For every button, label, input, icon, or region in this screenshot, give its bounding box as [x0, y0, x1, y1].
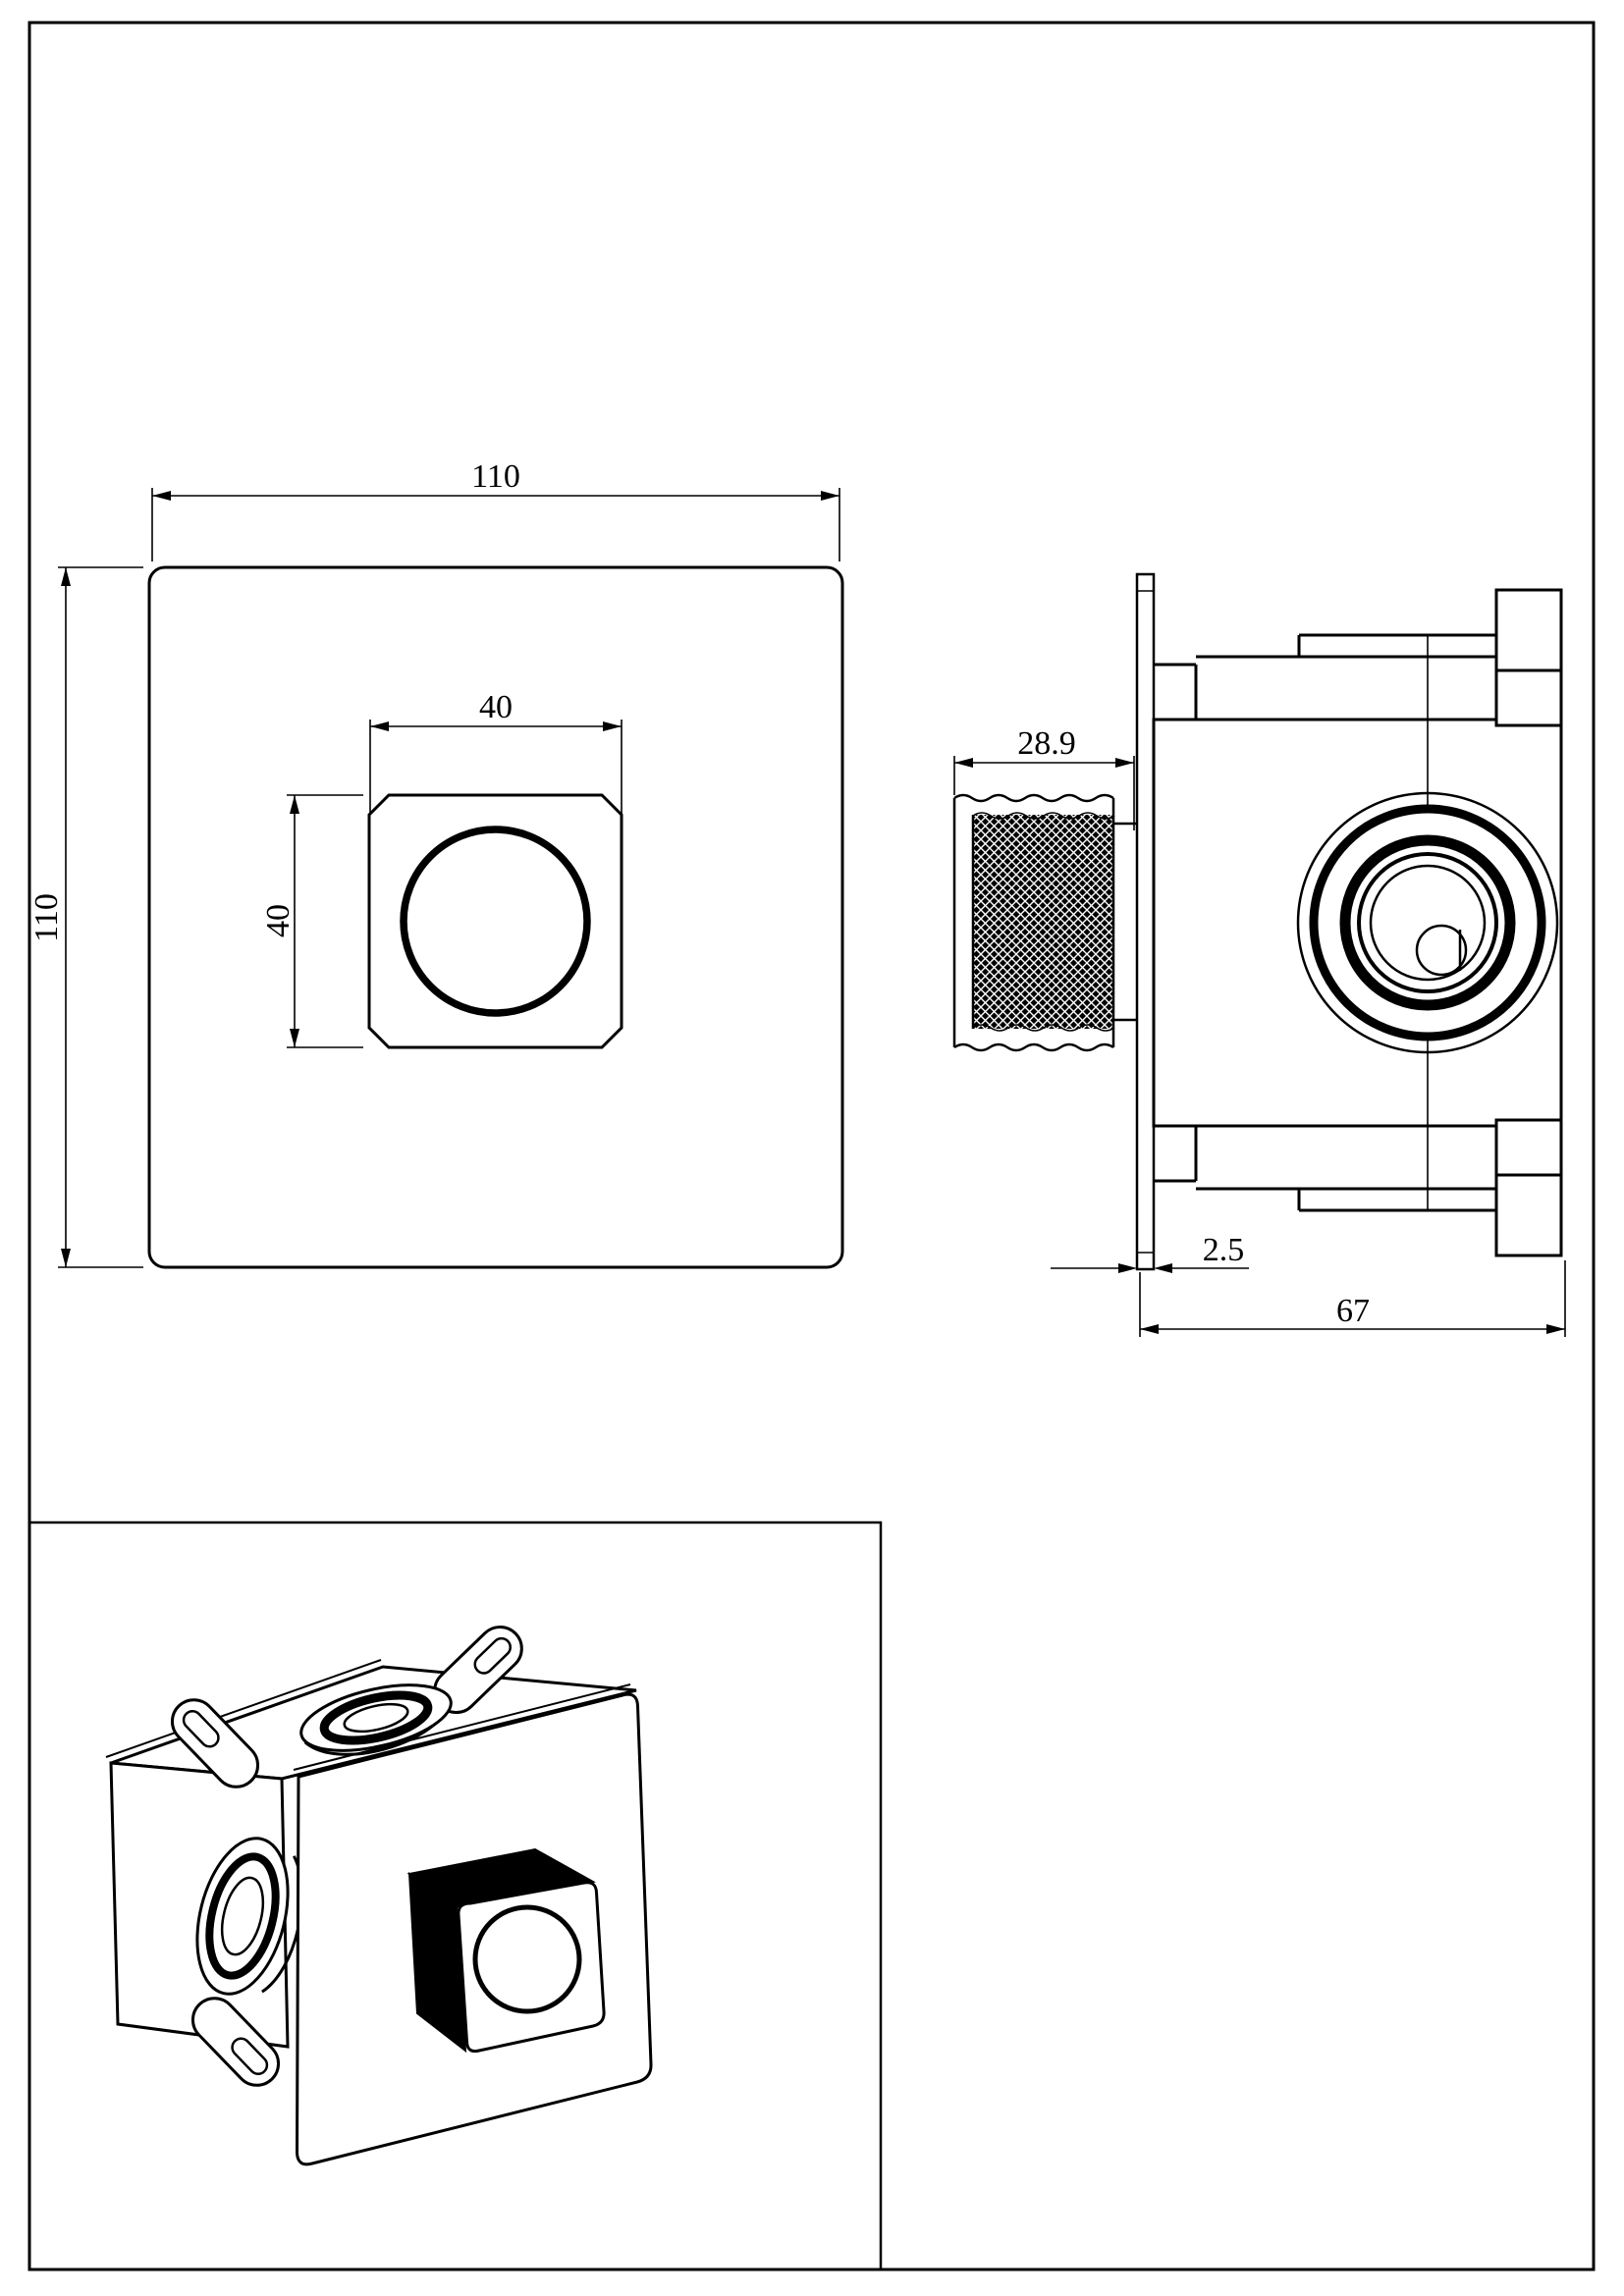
cartridge-rings [1296, 791, 1559, 1054]
dim-lines [369, 720, 623, 815]
knob-left-face [407, 1871, 467, 2054]
dim-lines [1139, 1260, 1566, 1337]
left-port [195, 1837, 303, 1996]
arrowhead-icon [290, 1029, 299, 1047]
side-view: 28.9 2.5 67 [952, 572, 1566, 1337]
arrowhead-icon [290, 795, 299, 814]
knob-circle [472, 1904, 582, 2014]
port-outer-ring [299, 1683, 453, 1752]
dim-button-width: 40 [369, 689, 623, 815]
knurl-texture [973, 815, 1113, 1029]
ring-outer [1296, 791, 1559, 1054]
set-screw-hole [1415, 924, 1468, 977]
port-bore [220, 1876, 265, 1956]
mounting-tab-bottom-left [191, 1997, 280, 2087]
port-bore [343, 1702, 409, 1734]
handle-edges [952, 798, 1115, 1047]
mounting-ear-bottom-base [1494, 1118, 1563, 1177]
faceplate-front [147, 565, 844, 1269]
arrowhead-icon [1546, 1324, 1565, 1334]
arrowhead-icon [1140, 1324, 1159, 1334]
mounting-ear-bottom [1494, 1173, 1563, 1257]
mounting-ear-top-base [1494, 668, 1563, 727]
dim-label-plate-thickness: 2.5 [1203, 1232, 1245, 1268]
button-square-front [367, 793, 623, 1049]
body-step-lines [1154, 633, 1496, 1212]
dim-label-handle-depth: 28.9 [1017, 725, 1076, 762]
arrowhead-icon [1118, 1263, 1137, 1273]
mounting-tab-upper-left [171, 1698, 259, 1789]
ring-thick-1 [1309, 804, 1546, 1041]
dim-plate-width: 110 [151, 458, 840, 561]
button-knob-3d [406, 1847, 606, 2054]
arrowhead-icon [603, 721, 622, 731]
dim-plate-height: 110 [28, 566, 143, 1268]
arrowhead-icon [152, 491, 171, 501]
port-outer-ring [195, 1837, 290, 1996]
valve-box-outline [1152, 718, 1563, 1128]
knurl-boundary [972, 812, 1115, 1032]
box-top-rim [105, 1659, 382, 1758]
dim-label-plate-height: 110 [28, 893, 65, 942]
dim-plate-thickness: 2.5 [1051, 1232, 1249, 1273]
dim-lines [151, 488, 840, 561]
ring-mid [1357, 852, 1498, 993]
front-view: 110 110 40 40 [28, 458, 844, 1269]
dim-label-body-depth: 67 [1336, 1293, 1370, 1329]
dim-lines [287, 794, 363, 1048]
arrowhead-icon [370, 721, 389, 731]
mounting-ear-top [1494, 588, 1563, 672]
faceplate-edge-line [293, 1683, 631, 1771]
ring-bore [1369, 864, 1487, 982]
arrowhead-icon [61, 1249, 71, 1267]
tab-slot [231, 2037, 269, 2075]
ring-thick-2 [1339, 834, 1516, 1011]
handle-bottom-scallop [953, 1042, 1114, 1052]
knurled-handle-side [952, 793, 1137, 1052]
top-port [299, 1683, 453, 1756]
wall-plate-edge [1135, 572, 1156, 1271]
dim-label-button-height: 40 [260, 904, 297, 937]
arrowhead-icon [954, 758, 973, 768]
dim-lines [953, 756, 1135, 830]
port-thread-ring [319, 1690, 433, 1745]
isometric-frame [27, 1521, 883, 2271]
arrowhead-icon [821, 491, 839, 501]
isometric-view [27, 1521, 883, 2271]
handle-neck [1113, 822, 1137, 1022]
dim-handle-depth: 28.9 [953, 725, 1135, 830]
arrowhead-icon [61, 567, 71, 586]
plate-edge-ticks [1137, 590, 1154, 1254]
button-ring-front [400, 826, 591, 1017]
tab-slot [182, 1710, 220, 1748]
dim-lines [58, 566, 143, 1268]
dim-label-button-width: 40 [479, 689, 513, 725]
wall-plate-side [1135, 572, 1156, 1271]
port-thread-ring [205, 1852, 280, 1980]
dim-button-height: 40 [260, 794, 363, 1048]
valve-body-side [1152, 588, 1563, 1257]
handle-top-scallop [953, 793, 1114, 803]
arrowhead-icon [1115, 758, 1134, 768]
dim-body-depth: 67 [1139, 1260, 1566, 1337]
tab-slot [473, 1636, 512, 1675]
dim-label-plate-width: 110 [471, 458, 520, 495]
arrowhead-icon [1154, 1263, 1172, 1273]
